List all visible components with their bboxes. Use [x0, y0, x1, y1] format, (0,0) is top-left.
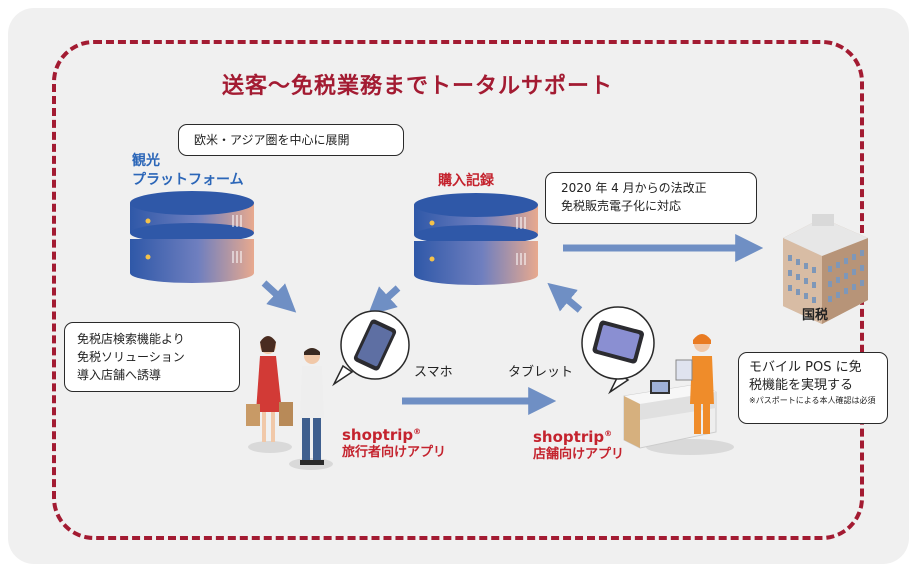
arrow-tourism-to-traveler — [261, 280, 297, 313]
search-text-line3: 導入店舗へ誘導 — [77, 368, 162, 382]
traveler-app-text: 旅行者向けアプリ — [342, 445, 447, 460]
traveler-mark: ® — [413, 427, 422, 436]
smartphone-icon — [332, 310, 410, 387]
arrow-traveler-to-purchase — [367, 285, 401, 316]
purchase-record-label: 購入記録 — [438, 173, 494, 189]
pos-text-line1: モバイル POS に免 — [749, 360, 862, 375]
region-text: 欧米・アジア圏を中心に展開 — [194, 133, 350, 147]
store-mark: ® — [604, 429, 613, 438]
traveler-app-label: shoptrip® 旅行者向けアプリ — [342, 423, 446, 462]
search-text-line1: 免税店検索機能より — [77, 332, 185, 346]
purchase-database-icon — [414, 193, 538, 285]
law-text-line2: 免税販売電子化に対応 — [561, 199, 682, 213]
background-panel — [8, 8, 909, 564]
tourism-database-icon — [130, 191, 254, 283]
flow-arrows — [261, 234, 764, 415]
tablet-label: タブレット — [508, 365, 574, 380]
store-app-text: 店舗向けアプリ — [533, 447, 625, 462]
store-brand: shoptrip — [533, 428, 605, 446]
law-bubble: 2020 年 4 月からの法改正 免税販売電子化に対応 — [545, 172, 757, 224]
tablet-icon — [581, 306, 655, 395]
search-text-line2: 免税ソリューション — [77, 350, 185, 364]
region-bubble: 欧米・アジア圏を中心に展開 — [178, 124, 404, 156]
pos-bubble: モバイル POS に免 税機能を実現する ※パスポートによる本人確認は必須 — [738, 352, 888, 424]
traveler-brand: shoptrip — [342, 426, 414, 444]
tourism-label-line2: プラットフォーム — [132, 172, 244, 188]
pos-note: ※パスポートによる本人確認は必須 — [749, 396, 876, 405]
tourism-platform-label: 観光 プラットフォーム — [132, 152, 244, 190]
tourism-label-line1: 観光 — [132, 153, 160, 169]
arrow-store-to-purchase — [547, 282, 583, 313]
tax-office-building-icon — [783, 214, 868, 324]
shop-clerk-icon — [623, 334, 734, 455]
tourist-couple-icon — [246, 336, 333, 470]
smartphone-label: スマホ — [414, 365, 453, 380]
search-bubble: 免税店検索機能より 免税ソリューション 導入店舗へ誘導 — [64, 322, 240, 392]
law-text-line1: 2020 年 4 月からの法改正 — [561, 181, 707, 195]
tax-office-label: 国税 — [802, 308, 829, 323]
page-title: 送客〜免税業務までトータルサポート — [222, 74, 614, 99]
store-app-label: shoptrip® 店舗向けアプリ — [533, 425, 624, 464]
pos-text-line2: 税機能を実現する — [749, 378, 854, 393]
